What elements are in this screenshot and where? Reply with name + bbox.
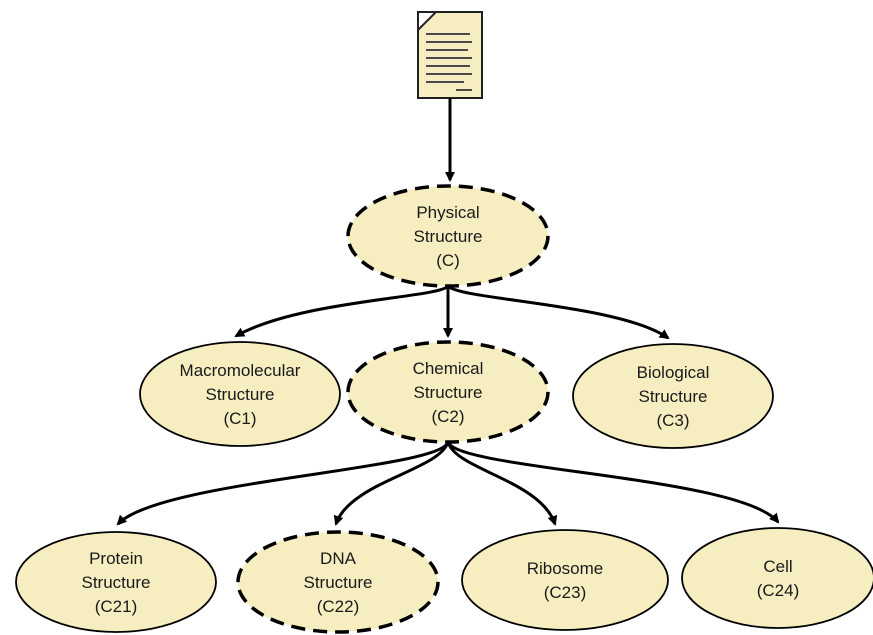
node-c-label-line: (C) xyxy=(436,251,460,270)
node-c1-label-line: Macromolecular xyxy=(180,361,301,380)
edge-c2-to-c23 xyxy=(446,441,558,526)
node-c23-label-line: (C23) xyxy=(544,583,587,602)
node-c2-shape xyxy=(346,340,550,444)
edge-c2-to-c21 xyxy=(116,441,450,526)
edge-c2-to-c24 xyxy=(446,441,780,524)
node-c22-shape xyxy=(236,530,440,634)
node-c21-label-line: Protein xyxy=(89,549,143,568)
node-c21-label-line: (C21) xyxy=(95,597,138,616)
node-c22-label-line: Structure xyxy=(304,573,373,592)
node-c24-label-line: (C24) xyxy=(757,581,800,600)
node-c23-label-line: Ribosome xyxy=(527,559,604,578)
node-c-label-line: Structure xyxy=(414,227,483,246)
node-c23: Ribosome (C23) xyxy=(461,529,669,631)
node-c-shape xyxy=(346,184,550,288)
node-c22-label-line: (C22) xyxy=(317,597,360,616)
node-c-label-line: Physical xyxy=(416,203,479,222)
node-c1-label-line: Structure xyxy=(206,385,275,404)
node-c24-shape xyxy=(681,527,873,629)
edge-c-to-c1 xyxy=(234,284,450,338)
node-c24-label-line: Cell xyxy=(763,557,792,576)
node-c2-label-line: Chemical xyxy=(413,359,484,378)
nodes-layer: PhysicalStructure(C)MacromolecularStruct… xyxy=(15,184,873,634)
node-c3-label-line: Biological xyxy=(637,363,710,382)
node-c3-shape xyxy=(572,343,774,449)
node-c3-label-line: Structure xyxy=(639,387,708,406)
document-icon xyxy=(417,11,483,99)
node-c22: DNA Structure (C22) xyxy=(236,530,440,634)
node-c21-shape xyxy=(15,531,217,633)
node-c2-label-line: (C2) xyxy=(431,407,464,426)
node-c1-shape xyxy=(139,341,341,447)
node-c3-label-line: (C3) xyxy=(656,411,689,430)
node-c23-shape xyxy=(461,529,669,631)
edges-layer xyxy=(116,98,780,526)
edge-c-to-c3 xyxy=(446,284,670,340)
node-c1-label-line: (C1) xyxy=(223,409,256,428)
node-c22-label-line: DNA xyxy=(320,549,357,568)
node-c21-label-line: Structure xyxy=(82,573,151,592)
edge-c2-to-c22 xyxy=(333,441,450,526)
node-c2-label-line: Structure xyxy=(414,383,483,402)
node-c24: Cell (C24) xyxy=(681,527,873,629)
